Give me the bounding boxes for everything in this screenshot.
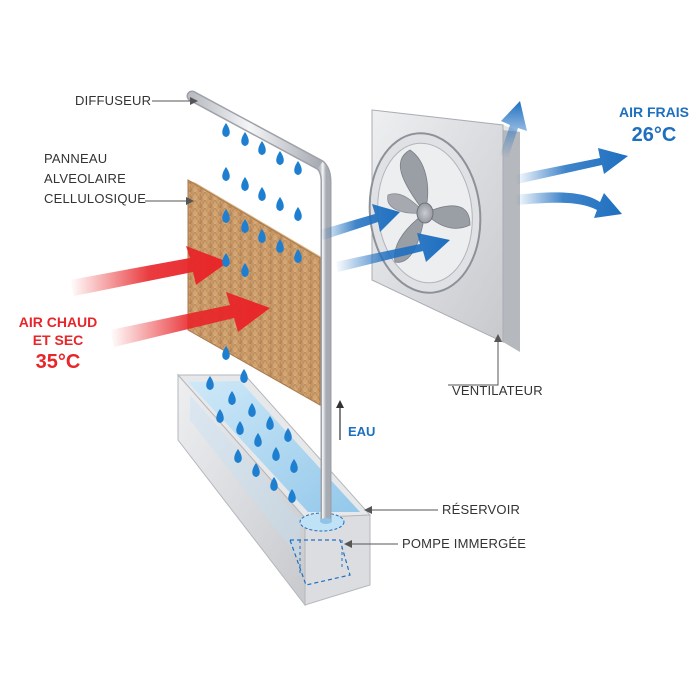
cellulose-pad bbox=[187, 179, 330, 406]
label-fan: VENTILATEUR bbox=[452, 383, 543, 398]
water-drop-icon bbox=[284, 428, 292, 442]
reservoir-front-end bbox=[304, 514, 371, 606]
hot-air-arrow-1 bbox=[70, 246, 228, 296]
fan-housing-side bbox=[503, 125, 520, 352]
water-drop-icon bbox=[240, 369, 248, 383]
arrow-icon bbox=[336, 400, 344, 408]
label-cool-temp: 26°C bbox=[632, 124, 677, 146]
water-drop-icon bbox=[241, 132, 249, 146]
water-drop-icon bbox=[276, 197, 284, 211]
water-drop-icon bbox=[272, 447, 280, 461]
label-panel-line1: PANNEAU bbox=[44, 151, 107, 166]
water-drop-icon bbox=[270, 477, 278, 491]
water-drop-icon bbox=[258, 141, 266, 155]
fan-hub bbox=[416, 202, 434, 224]
water-drop-icon bbox=[222, 253, 230, 267]
label-hot-temp: 35°C bbox=[36, 351, 81, 373]
water-drop-icon bbox=[234, 449, 242, 463]
water-drop-icon bbox=[241, 219, 249, 233]
water-drop-icon bbox=[252, 463, 260, 477]
label-reservoir: RÉSERVOIR bbox=[442, 502, 520, 517]
water-drop-icon bbox=[248, 403, 256, 417]
reservoir-water bbox=[188, 381, 360, 512]
water-drop-icon bbox=[276, 151, 284, 165]
water-drop-icon bbox=[228, 391, 236, 405]
water-drop-icon bbox=[288, 489, 296, 503]
label-cool-air: AIR FRAIS bbox=[619, 104, 689, 120]
cool-air-arrow-2 bbox=[335, 233, 450, 272]
water-drop-icon bbox=[266, 416, 274, 430]
water-drop-icon bbox=[222, 123, 230, 137]
cool-air-arrow-curve bbox=[515, 192, 622, 218]
water-drop-icon bbox=[236, 421, 244, 435]
label-pump: POMPE IMMERGÉE bbox=[402, 536, 526, 551]
water-drop-icon bbox=[206, 376, 214, 390]
hot-air-arrow-2 bbox=[110, 292, 270, 347]
diffuser-pipe bbox=[186, 90, 332, 524]
cool-air-arrows bbox=[320, 101, 628, 272]
fan-blade-icon bbox=[387, 149, 471, 263]
cool-air-arrow-1 bbox=[320, 204, 400, 240]
label-hot-air-line2: ET SEC bbox=[33, 332, 84, 348]
label-panel-line3: CELLULOSIQUE bbox=[44, 191, 146, 206]
cool-air-arrow-up bbox=[500, 101, 527, 158]
leader-lines bbox=[145, 100, 499, 545]
water-drop-icon bbox=[294, 207, 302, 221]
hot-air-arrows bbox=[70, 246, 270, 347]
label-panel-line2: ALVEOLAIRE bbox=[44, 171, 126, 186]
label-diffuser: DIFFUSEUR bbox=[75, 93, 151, 108]
water-drop-icon bbox=[241, 263, 249, 277]
water-drops bbox=[206, 123, 302, 503]
water-drop-icon bbox=[258, 229, 266, 243]
water-drop-icon bbox=[294, 249, 302, 263]
water-drop-icon bbox=[290, 459, 298, 473]
leader-arrowheads bbox=[186, 97, 502, 548]
water-drop-icon bbox=[294, 161, 302, 175]
water-drop-icon bbox=[241, 177, 249, 191]
label-water: EAU bbox=[348, 424, 375, 439]
water-drop-icon bbox=[222, 209, 230, 223]
water-drop-icon bbox=[254, 433, 262, 447]
label-hot-air-line1: AIR CHAUD bbox=[19, 314, 98, 330]
water-drop-icon bbox=[276, 239, 284, 253]
cool-air-arrow-out bbox=[515, 148, 628, 184]
fan bbox=[368, 109, 520, 352]
water-drop-icon bbox=[222, 346, 230, 360]
water-drop-icon bbox=[216, 409, 224, 423]
water-drop-icon bbox=[258, 187, 266, 201]
water-flow-arrow bbox=[336, 400, 344, 440]
reservoir-water-reflection bbox=[190, 395, 300, 560]
water-drop-icon bbox=[222, 167, 230, 181]
